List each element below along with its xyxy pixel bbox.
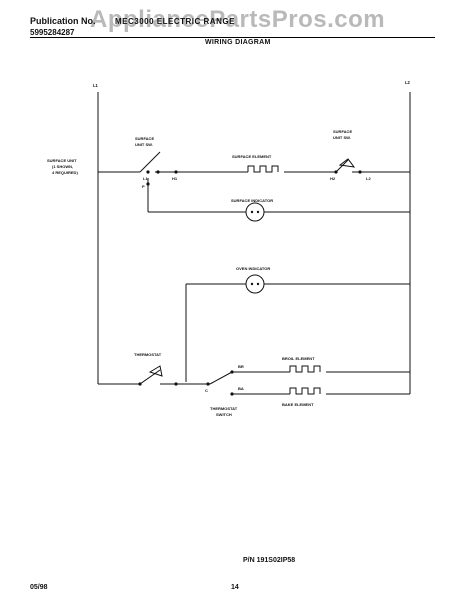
page-title: WIRING DIAGRAM	[205, 39, 271, 46]
surface-unit-sw-left-line2: UNIT SW.	[135, 142, 153, 147]
lamp-mark	[256, 210, 260, 214]
terminal-br-label: BR	[238, 364, 244, 369]
surface-unit-line1: SURFACE UNIT	[47, 158, 77, 163]
terminal-h1-label: H1	[172, 176, 178, 181]
terminal-dot	[206, 382, 210, 386]
model-line: MEC3000 ELECTRIC RANGE	[115, 17, 235, 26]
terminal-dot	[146, 182, 150, 186]
l2-label: L2	[405, 80, 411, 85]
surface-unit-sw-right-line1: SURFACE	[333, 129, 352, 134]
thermostat-switch-line2: SWITCH	[216, 412, 232, 417]
terminal-dot	[230, 392, 234, 396]
surface-unit-sw-right-line2: UNIT SW.	[333, 135, 351, 140]
surface-unit-line3: 4 REQUIRED)	[52, 170, 78, 175]
terminal-dot	[174, 382, 178, 386]
part-number: P/N 191S02IP58	[243, 557, 296, 564]
terminal-ba-label: BA	[238, 386, 244, 391]
publication-number: 5995284287	[30, 28, 75, 37]
terminal-dot	[230, 370, 234, 374]
terminal-h2-label: H2	[330, 176, 336, 181]
l1-label: L1	[93, 83, 99, 88]
terminal-dot	[174, 170, 178, 174]
surface-switch-left	[139, 151, 161, 173]
oven-indicator-label: OVEN INDICATOR	[236, 266, 270, 271]
header-rule	[30, 37, 435, 38]
broil-element-symbol	[289, 365, 321, 373]
terminal-dot	[146, 170, 150, 174]
surface-indicator-lamp	[245, 202, 265, 222]
thermostat-switch-line1: THERMOSTAT	[210, 406, 238, 411]
thermostat-arrow	[148, 365, 163, 377]
footer-date: 05/98	[30, 584, 48, 591]
terminal-dot	[358, 170, 362, 174]
thermostat-contact	[139, 369, 161, 385]
terminal-l2-label: L2	[366, 176, 371, 181]
terminal-p-label: P	[142, 184, 145, 189]
bake-element-label: BAKE ELEMENT	[282, 402, 314, 407]
surface-switch-right	[335, 159, 349, 173]
terminal-c-label: C	[205, 388, 208, 393]
bake-element-symbol	[289, 387, 321, 395]
broil-element-label: BROIL ELEMENT	[282, 356, 315, 361]
surface-element-label: SURFACE ELEMENT	[232, 154, 272, 159]
switch-right-arrow	[338, 158, 356, 168]
page-number: 14	[231, 584, 239, 591]
surface-unit-sw-left-line1: SURFACE	[135, 136, 154, 141]
watermark: AppliancePartsPros.com	[90, 6, 386, 33]
surface-element-symbol	[247, 165, 279, 173]
thermostat-label: THERMOSTAT	[134, 352, 162, 357]
thermostat-switch-blade	[209, 371, 233, 385]
terminal-dot	[138, 382, 142, 386]
publication-label: Publication No.	[30, 16, 96, 26]
oven-indicator-lamp	[245, 274, 265, 294]
terminal-dot	[334, 170, 338, 174]
lamp-mark	[250, 282, 254, 286]
surface-unit-line2: (1 SHOWN,	[52, 164, 73, 169]
terminal-l1-label: L1	[143, 176, 148, 181]
surface-indicator-label: SURFACE INDICATOR	[231, 198, 273, 203]
lamp-mark	[250, 210, 254, 214]
lamp-mark	[256, 282, 260, 286]
terminal-dot	[156, 170, 160, 174]
